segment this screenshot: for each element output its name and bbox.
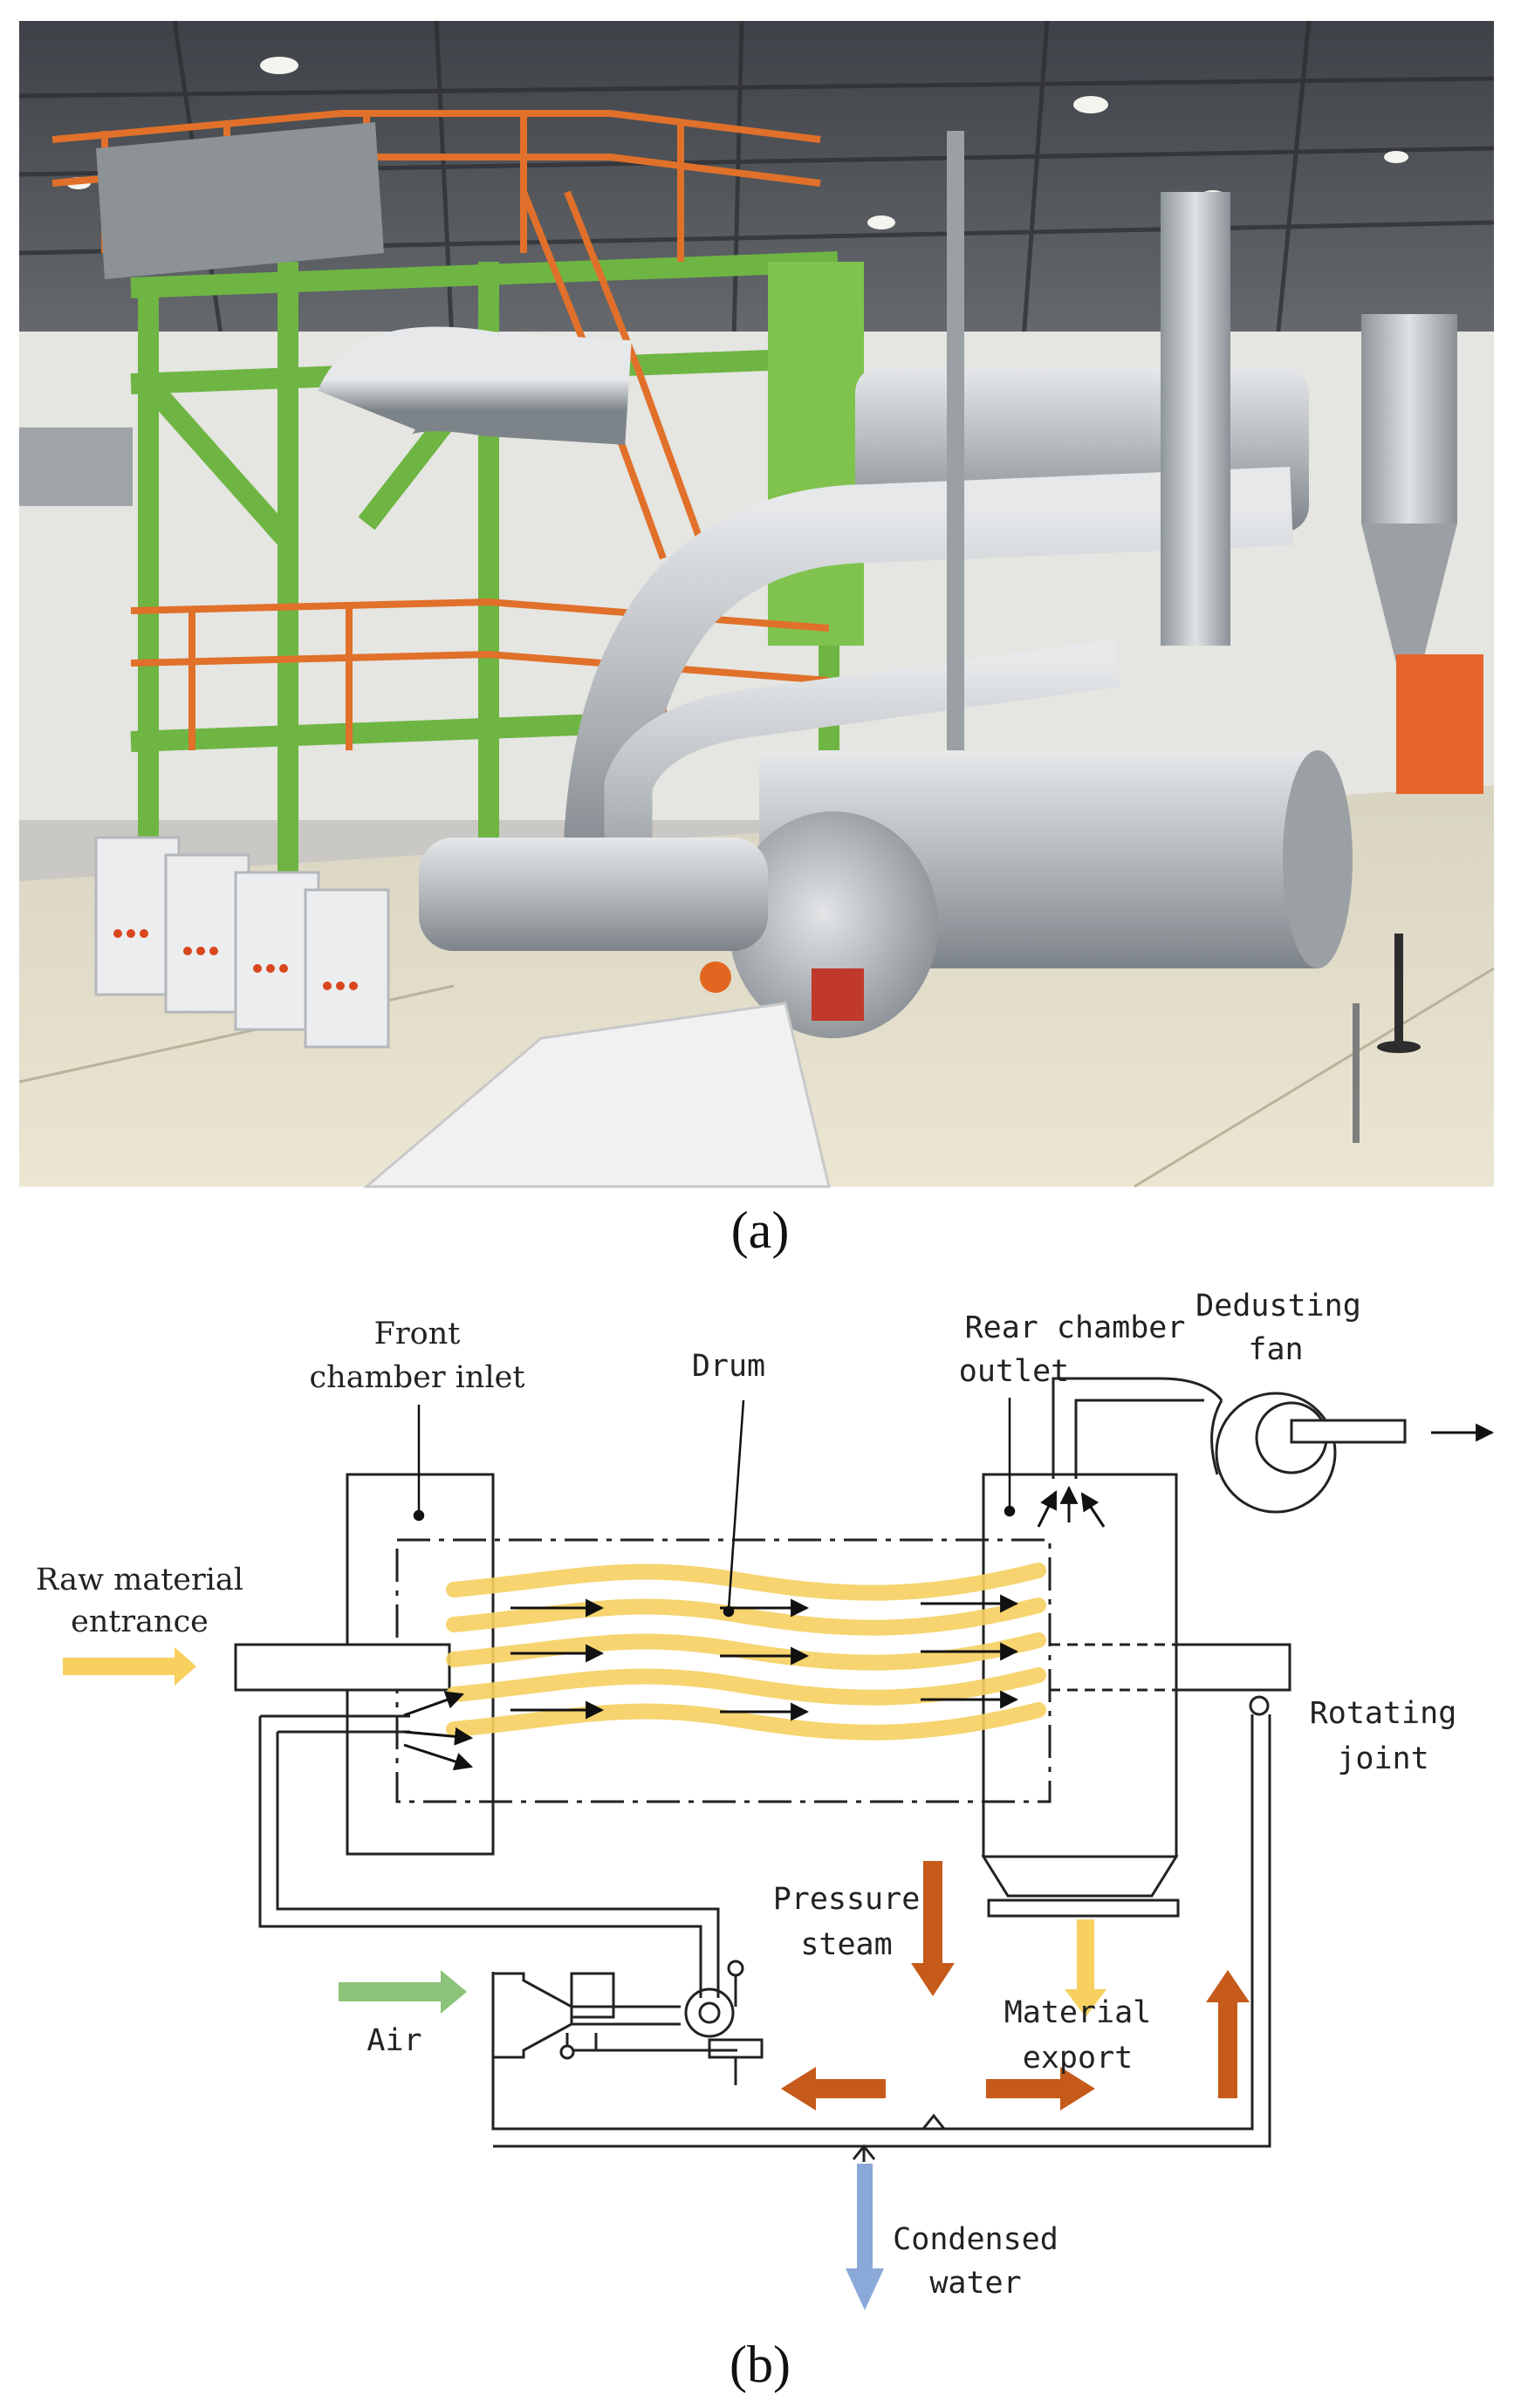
- rotating-joint-label: Rotating: [1310, 1696, 1457, 1731]
- panel-label-a: (a): [731, 1201, 790, 1259]
- material-export-arrow: [1065, 1919, 1106, 2017]
- material-wave-5: [446, 1702, 1046, 1741]
- rear-chamber-outlet-label: Rear chamber: [965, 1310, 1186, 1345]
- rotating-joint-label-2: joint: [1337, 1741, 1428, 1776]
- burner-box: [570, 1972, 615, 2019]
- rotating-joint: [1249, 1695, 1270, 1716]
- material-wave-1: [446, 1563, 1046, 1601]
- outlet-shaft: [1175, 1643, 1291, 1692]
- fan-outlet: [1290, 1419, 1407, 1444]
- air-label: Air: [367, 2023, 421, 2058]
- panel-label-b: (b): [730, 2336, 791, 2393]
- steam-up-arrow: [1206, 1970, 1250, 2098]
- rear-chamber-hopper: [981, 1855, 1179, 1898]
- front-chamber-inlet-label: Front: [374, 1317, 461, 1351]
- pressure-steam-label: Pressure: [773, 1882, 921, 1917]
- material-wave-4: [446, 1667, 1046, 1706]
- factory-photo: [18, 20, 1495, 1188]
- pressure-steam-arrow: [911, 1861, 955, 1996]
- material-flow: [446, 1563, 1046, 1741]
- condensed-water-label: Condensed: [893, 2222, 1058, 2257]
- dedusting-fan: [1215, 1392, 1337, 1514]
- schematic: [234, 1377, 1407, 2162]
- steam-left-arrow: [781, 2067, 886, 2110]
- raw-material-label: Raw material: [36, 1563, 243, 1597]
- condensed-water-label-2: water: [929, 2266, 1021, 2301]
- drum-flow-arrows: [403, 1423, 1495, 1771]
- pressure-steam-label-2: steam: [800, 1927, 892, 1962]
- rear-chamber-outlet-label-2: outlet: [959, 1354, 1069, 1389]
- diagram-labels: Front chamber inlet Drum Rear chamber ou…: [36, 1289, 1456, 2301]
- rear-chamber: [982, 1473, 1178, 1857]
- material-export-label-2: export: [1023, 2041, 1133, 2076]
- inlet-shaft: [234, 1643, 451, 1692]
- dedusting-fan-label-2: fan: [1248, 1332, 1303, 1367]
- process-arrows: [63, 1647, 1250, 2310]
- air-intake-nozzle: [491, 1972, 573, 2059]
- leader-lines: [413, 1398, 1016, 1618]
- steam-right-arrow: [986, 2067, 1095, 2110]
- front-chamber-inlet-label-2: chamber inlet: [310, 1360, 525, 1395]
- material-export-label: Material: [1004, 1995, 1152, 2030]
- dedusting-fan-label: Dedusting: [1195, 1289, 1361, 1324]
- material-export-plate: [987, 1898, 1180, 1918]
- condensed-water-arrow: [846, 2164, 884, 2310]
- raw-material-arrow: [63, 1647, 196, 1686]
- air-arrow: [339, 1970, 467, 2014]
- raw-material-label-2: entrance: [71, 1604, 209, 1639]
- material-wave-3: [446, 1632, 1046, 1671]
- control-valve: [708, 2038, 764, 2059]
- circulation-pump: [684, 1987, 735, 2038]
- drum-label: Drum: [692, 1349, 765, 1384]
